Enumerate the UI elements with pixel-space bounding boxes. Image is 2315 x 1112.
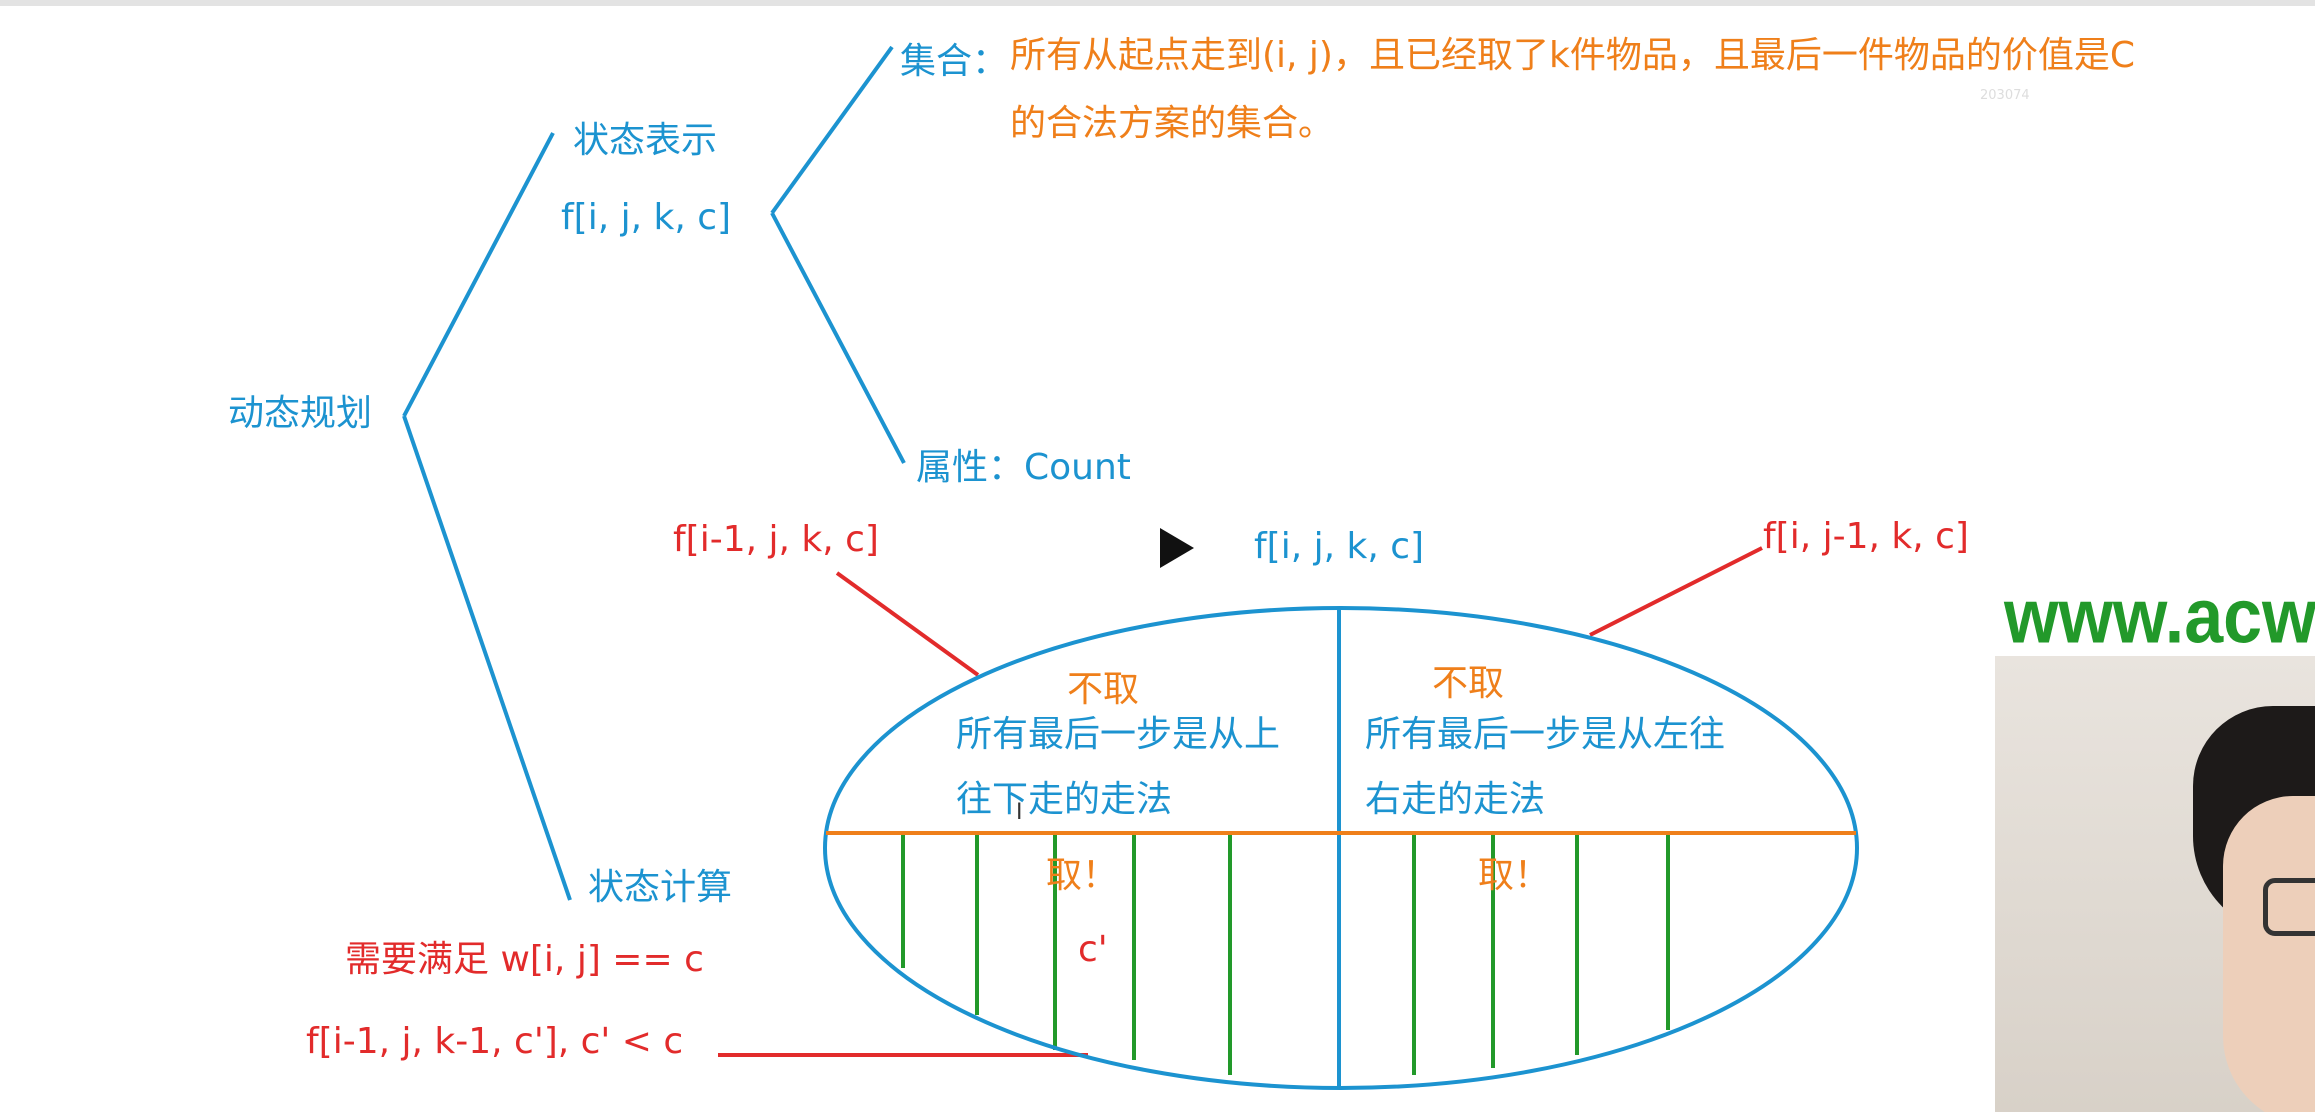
connector-left-state <box>1589 546 1763 637</box>
webcam-person-glasses <box>2263 878 2315 936</box>
state-repr-label: 状态表示 <box>573 120 718 161</box>
site-url: www.acwi <box>2004 573 2315 659</box>
watermark-id: 203074 <box>1980 88 2030 103</box>
webcam-video <box>1995 656 2315 1112</box>
right-take-title: 取！ <box>1478 855 1551 896</box>
set-label: 集合： <box>900 41 1009 82</box>
branch-repr-to-attr <box>770 212 906 464</box>
left-take-title: 取！ <box>1046 855 1119 896</box>
set-text-line1: 所有从起点走到(i, j)，且已经取了k件物品，且最后一件物品的价值是C <box>1010 35 2135 76</box>
branch-root-to-state-calc <box>402 415 572 901</box>
up-state-formula: f[i-1, j, k, c] <box>673 519 879 560</box>
left-no-take-line2: 往下走的走法 <box>956 779 1173 820</box>
state-repr-formula: f[i, j, k, c] <box>561 197 732 238</box>
hatch-lines <box>901 834 1670 1075</box>
root-label: 动态规划 <box>228 393 373 434</box>
play-icon[interactable] <box>1160 528 1194 568</box>
left-no-take-title: 不取 <box>1067 669 1140 710</box>
c-prime-label: c' <box>1078 929 1108 970</box>
branch-root-to-state-repr <box>402 132 555 417</box>
center-state-formula: f[i, j, k, c] <box>1254 526 1425 567</box>
right-no-take-title: 不取 <box>1432 663 1505 704</box>
connector-up-state <box>835 571 980 677</box>
condition-text: 需要满足 w[i, j] == c <box>345 939 704 980</box>
state-calc-label: 状态计算 <box>588 867 733 908</box>
branch-repr-to-set <box>770 45 894 215</box>
right-no-take-line2: 右走的走法 <box>1365 779 1546 820</box>
set-text-line2: 的合法方案的集合。 <box>1010 103 1335 144</box>
text-cursor-icon: I <box>1016 800 1023 825</box>
right-no-take-line1: 所有最后一步是从左往 <box>1365 714 1726 755</box>
left-no-take-line1: 所有最后一步是从上 <box>956 714 1281 755</box>
take-state-formula: f[i-1, j, k-1, c'], c' < c <box>306 1021 684 1062</box>
webcam-person-face <box>2223 796 2315 1112</box>
left-state-formula: f[i, j-1, k, c] <box>1763 516 1969 557</box>
attr-label: 属性：Count <box>916 447 1131 488</box>
